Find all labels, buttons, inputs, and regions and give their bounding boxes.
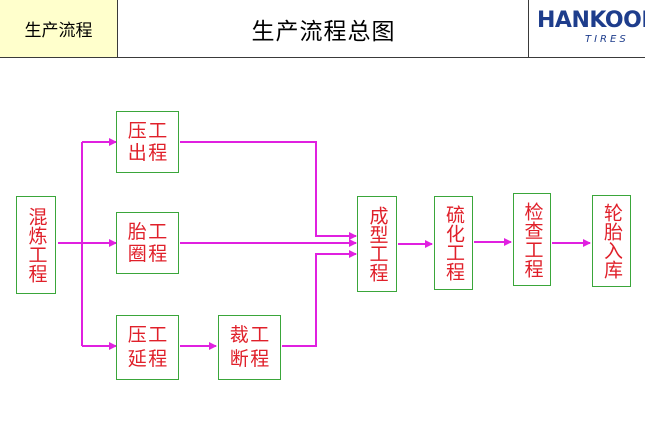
calendering-char-3: 延 [127, 347, 147, 370]
bead-char-4: 程 [148, 242, 168, 265]
node-inspection: 检查工程 [513, 193, 551, 286]
node-warehouse: 轮胎入库 [592, 195, 631, 287]
cutting-char-1: 裁 [229, 324, 249, 347]
extrusion-char-4: 程 [148, 141, 168, 164]
calendering-char-1: 压 [127, 324, 147, 347]
node-bead: 胎 工 圈 程 [116, 212, 179, 274]
extrusion-char-2: 工 [148, 119, 168, 142]
flow-connectors [58, 138, 591, 350]
bead-char-2: 工 [148, 220, 168, 243]
connector-extrusion-building [180, 141, 357, 240]
logo-wordmark: HANKOOK [537, 8, 645, 33]
page-title: 生产流程总图 [251, 18, 396, 45]
node-mixing: 混炼工程 [16, 196, 56, 294]
cutting-char-2: 工 [250, 324, 270, 347]
header-bar: 生产流程 生产流程总图 HANKOOK TIRES [0, 0, 645, 58]
extrusion-char-3: 出 [127, 141, 147, 164]
node-cutting: 裁 工 断 程 [218, 315, 281, 380]
cutting-char-3: 断 [229, 347, 249, 370]
node-calendering: 压 工 延 程 [116, 315, 179, 380]
bead-char-3: 圈 [127, 242, 147, 265]
node-building: 成型工程 [357, 196, 397, 292]
logo-subtitle: TIRES [585, 34, 629, 45]
extrusion-char-1: 压 [127, 119, 147, 142]
section-label: 生产流程 [0, 0, 118, 57]
calendering-char-2: 工 [148, 324, 168, 347]
calendering-char-4: 程 [148, 347, 168, 370]
hankook-logo: HANKOOK TIRES [528, 0, 645, 57]
cutting-char-4: 程 [250, 347, 270, 370]
node-extrusion: 压 工 出 程 [116, 111, 179, 173]
connector-cutting-building [282, 250, 357, 347]
bead-char-1: 胎 [127, 220, 147, 243]
node-curing: 硫化工程 [434, 196, 473, 290]
